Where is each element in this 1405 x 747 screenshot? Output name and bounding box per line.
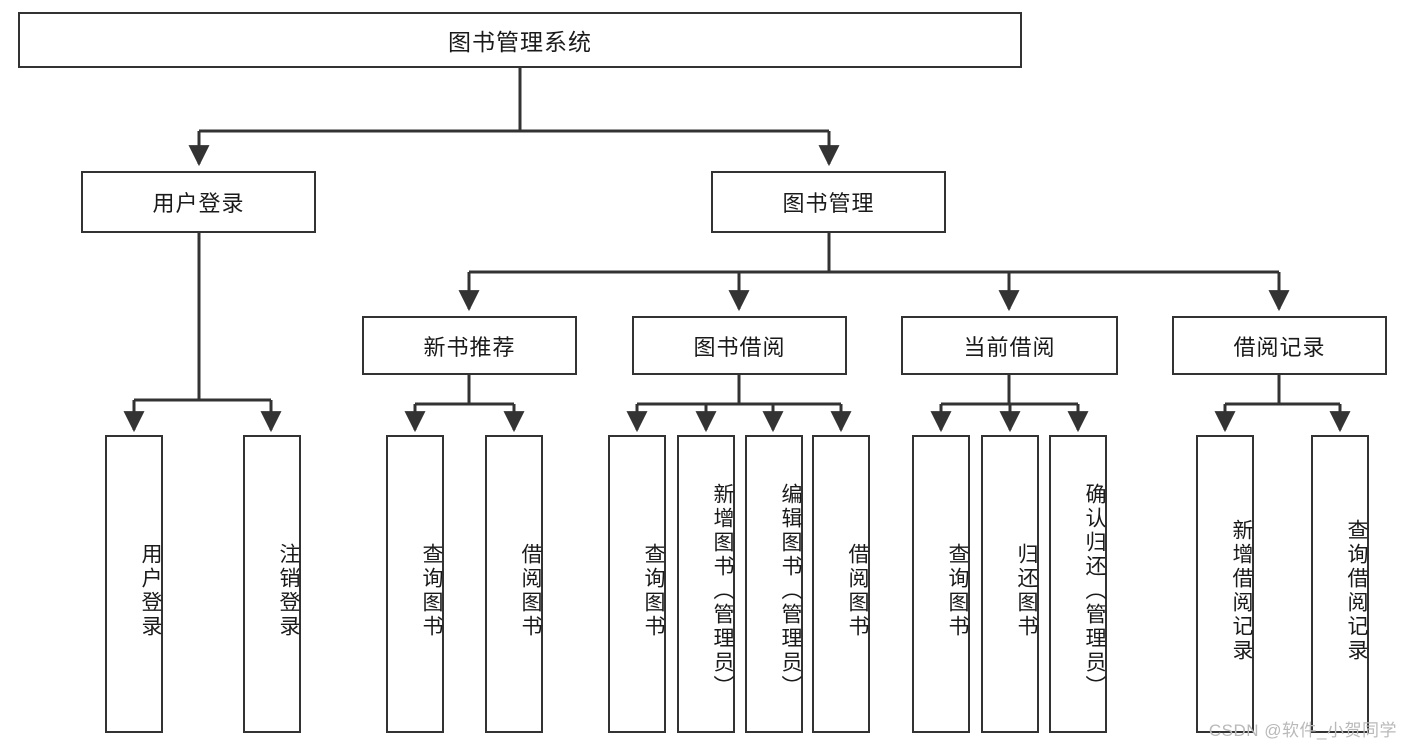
node-new-book-recommend[interactable]: 新书推荐: [362, 316, 577, 375]
node-label: 图书管理系统: [448, 29, 592, 55]
node-label: 归还图书: [1015, 543, 1038, 639]
leaf-record-query-record[interactable]: 查询借阅记录: [1311, 435, 1369, 733]
node-label: 当前借阅: [963, 334, 1056, 360]
leaf-borrow-edit-book-admin[interactable]: 编辑图书（管理员）: [745, 435, 803, 733]
node-label: 新增图书（管理员）: [711, 483, 734, 699]
leaf-record-add-record[interactable]: 新增借阅记录: [1196, 435, 1254, 733]
node-label: 注销登录: [277, 543, 300, 639]
node-label: 新书推荐: [423, 334, 516, 360]
leaf-borrow-borrow-book[interactable]: 借阅图书: [812, 435, 870, 733]
leaf-newbook-query-book[interactable]: 查询图书: [386, 435, 444, 733]
node-label: 用户登录: [139, 543, 162, 639]
node-label: 借阅图书: [519, 543, 542, 639]
node-label: 查询图书: [420, 543, 443, 639]
leaf-current-return-book[interactable]: 归还图书: [981, 435, 1039, 733]
node-label: 查询借阅记录: [1345, 519, 1368, 663]
node-borrow-record[interactable]: 借阅记录: [1172, 316, 1387, 375]
node-book-management[interactable]: 图书管理: [711, 171, 946, 233]
node-root-system[interactable]: 图书管理系统: [18, 12, 1022, 68]
leaf-user-login[interactable]: 用户登录: [105, 435, 163, 733]
node-label: 查询图书: [946, 543, 969, 639]
leaf-current-confirm-return-admin[interactable]: 确认归还（管理员）: [1049, 435, 1107, 733]
leaf-borrow-query-book[interactable]: 查询图书: [608, 435, 666, 733]
node-label: 借阅记录: [1233, 334, 1326, 360]
leaf-current-query-book[interactable]: 查询图书: [912, 435, 970, 733]
leaf-borrow-add-book-admin[interactable]: 新增图书（管理员）: [677, 435, 735, 733]
node-label: 确认归还（管理员）: [1083, 483, 1106, 699]
node-label: 用户登录: [152, 191, 245, 216]
node-label: 查询图书: [642, 543, 665, 639]
node-book-borrow[interactable]: 图书借阅: [632, 316, 847, 375]
node-current-borrow[interactable]: 当前借阅: [901, 316, 1118, 375]
node-user-login[interactable]: 用户登录: [81, 171, 316, 233]
node-label: 编辑图书（管理员）: [779, 483, 802, 699]
watermark: CSDN @软件_小贺同学: [1208, 721, 1397, 740]
node-label: 新增借阅记录: [1230, 519, 1253, 663]
node-label: 图书借阅: [693, 334, 786, 360]
leaf-newbook-borrow-book[interactable]: 借阅图书: [485, 435, 543, 733]
leaf-user-logout[interactable]: 注销登录: [243, 435, 301, 733]
node-label: 借阅图书: [846, 543, 869, 639]
node-label: 图书管理: [782, 191, 875, 216]
